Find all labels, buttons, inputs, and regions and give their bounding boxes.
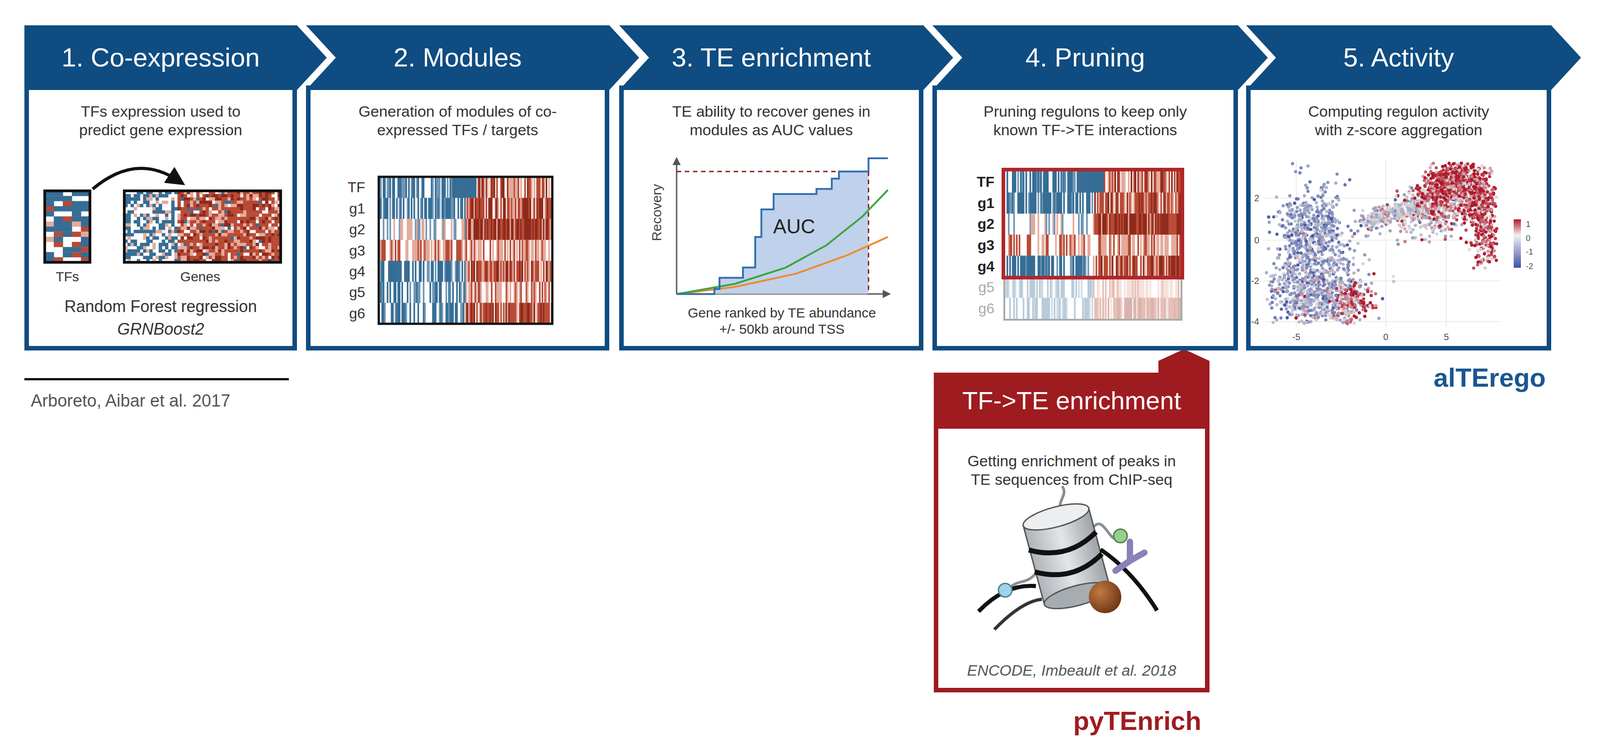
citation-rule [24,377,289,381]
